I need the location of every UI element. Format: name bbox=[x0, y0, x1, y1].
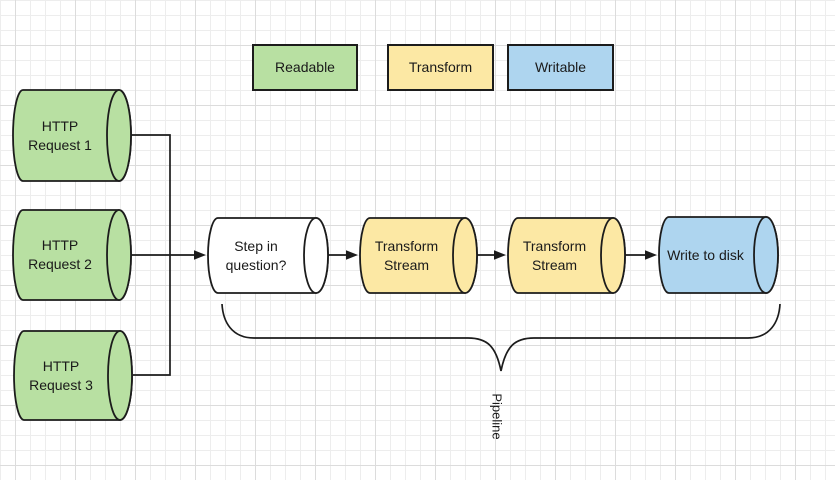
node-http-request-2[interactable] bbox=[12, 209, 132, 301]
node-http-request-3[interactable] bbox=[13, 330, 133, 421]
legend-writable-swatch[interactable] bbox=[507, 44, 614, 91]
connector-transform2-to-writable[interactable] bbox=[625, 250, 657, 260]
legend-readable-swatch[interactable] bbox=[252, 44, 358, 91]
node-transform-stream-2[interactable] bbox=[507, 217, 626, 294]
node-step-in-question[interactable] bbox=[207, 217, 329, 294]
arrowhead-icon bbox=[645, 250, 657, 260]
arrowhead-icon bbox=[494, 250, 506, 260]
connector-step-to-transform1[interactable] bbox=[328, 250, 358, 260]
connector-transform1-to-transform2[interactable] bbox=[477, 250, 506, 260]
arrowhead-icon bbox=[346, 250, 358, 260]
connector-requests-to-step[interactable] bbox=[131, 250, 206, 260]
pipeline-brace[interactable] bbox=[221, 303, 781, 372]
arrowhead-icon bbox=[194, 250, 206, 260]
node-http-request-1[interactable] bbox=[12, 89, 132, 182]
node-write-to-disk[interactable] bbox=[658, 216, 779, 294]
legend-transform-swatch[interactable] bbox=[387, 44, 494, 91]
node-transform-stream-1[interactable] bbox=[359, 217, 478, 294]
